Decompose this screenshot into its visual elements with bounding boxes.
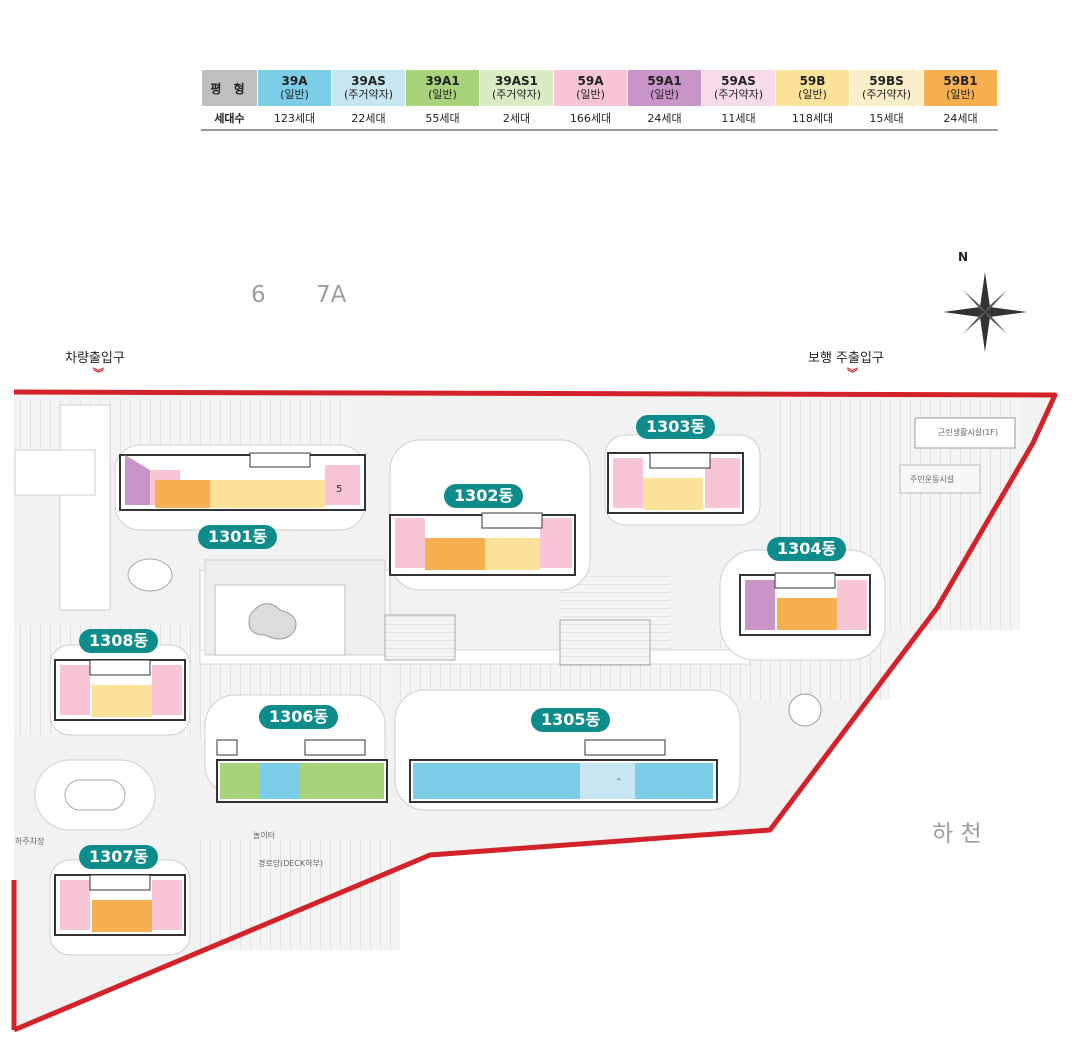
vehicle-entrance-arrow-icon: ︾	[93, 367, 104, 380]
site-plan-drawing	[11, 272, 1058, 1033]
pedestrian-entrance-arrow-icon: ︾	[847, 367, 858, 380]
block-label-7a: 7A	[316, 282, 347, 308]
site-plan-map: 6 7A N 차량출입구 ︾ 보행 주출입구 ︾ 하 천 1301동 1302동…	[0, 240, 1081, 1059]
legend-header-type: 평 형	[201, 69, 258, 107]
roundabout	[788, 693, 822, 727]
building-1306	[216, 739, 388, 803]
building-1303	[607, 452, 744, 514]
building-label-1301: 1301동	[198, 525, 278, 549]
pedestrian-entrance-label: 보행 주출입구	[808, 351, 884, 366]
legend-count: 118세대	[775, 106, 850, 131]
legend-type-59b1: 59B1(일반)	[923, 69, 998, 107]
roundabout	[127, 558, 173, 592]
legend-type-39as1: 39AS1(주거약자)	[479, 69, 554, 107]
site-boundary	[13, 389, 1058, 1033]
deck-stair	[559, 619, 651, 666]
fitness-facility-label: 주민운동시설	[910, 475, 955, 484]
legend-count: 2세대	[479, 106, 554, 131]
unit-type-legend: 평 형 39A(일반) 39AS(주거약자) 39A1(일반) 39AS1(주거…	[201, 69, 998, 131]
dash-label: -	[617, 774, 621, 785]
legend-count: 24세대	[627, 106, 702, 131]
building-label-1303: 1303동	[636, 415, 716, 439]
building-1304	[739, 572, 871, 636]
senior-center-label: 경로당(DECK하부)	[258, 859, 324, 868]
neighborhood-facility-label: 근린생활시설(1F)	[938, 428, 999, 437]
floor-digit-label: 5	[336, 484, 343, 495]
compass-icon	[943, 272, 1027, 352]
road	[34, 759, 156, 831]
legend-count: 123세대	[257, 106, 332, 131]
pond	[248, 603, 297, 640]
building-label-1307: 1307동	[79, 845, 159, 869]
block-label-6: 6	[251, 282, 266, 308]
parking-zone	[200, 840, 400, 950]
north-label: N	[958, 250, 969, 264]
legend-type-59bs: 59BS(주거약자)	[849, 69, 924, 107]
fitness-facility	[899, 464, 981, 494]
legend-count: 166세대	[553, 106, 628, 131]
legend-type-59a1: 59A1(일반)	[627, 69, 702, 107]
building-1302	[389, 512, 576, 576]
legend-count: 22세대	[331, 106, 406, 131]
legend-type-59a: 59A(일반)	[553, 69, 628, 107]
building-1305	[409, 739, 718, 803]
river-label: 하 천	[932, 821, 982, 847]
parking-label: 하주차장	[15, 837, 45, 846]
building-1301	[119, 452, 366, 511]
building-1308	[54, 659, 186, 721]
building-label-1305: 1305동	[531, 708, 611, 732]
legend-count: 55세대	[405, 106, 480, 131]
playground-label: 놀이터	[253, 831, 276, 840]
legend-type-39a1: 39A1(일반)	[405, 69, 480, 107]
legend-type-39a: 39A(일반)	[257, 69, 332, 107]
vehicle-entrance-label: 차량출입구	[65, 351, 125, 366]
building-label-1302: 1302동	[444, 484, 524, 508]
deck-stair	[384, 614, 456, 661]
road	[59, 404, 111, 611]
neighborhood-facility	[914, 417, 1016, 449]
legend-type-59b: 59B(일반)	[775, 69, 850, 107]
legend-header-count: 세대수	[201, 106, 258, 131]
legend-count: 11세대	[701, 106, 776, 131]
legend-type-39as: 39AS(주거약자)	[331, 69, 406, 107]
building-label-1306: 1306동	[259, 705, 339, 729]
road	[14, 449, 96, 496]
legend-count: 15세대	[849, 106, 924, 131]
legend-type-59as: 59AS(주거약자)	[701, 69, 776, 107]
building-label-1304: 1304동	[767, 537, 847, 561]
legend-count: 24세대	[923, 106, 998, 131]
building-1307	[54, 874, 186, 936]
building-label-1308: 1308동	[79, 629, 159, 653]
road	[64, 779, 126, 811]
